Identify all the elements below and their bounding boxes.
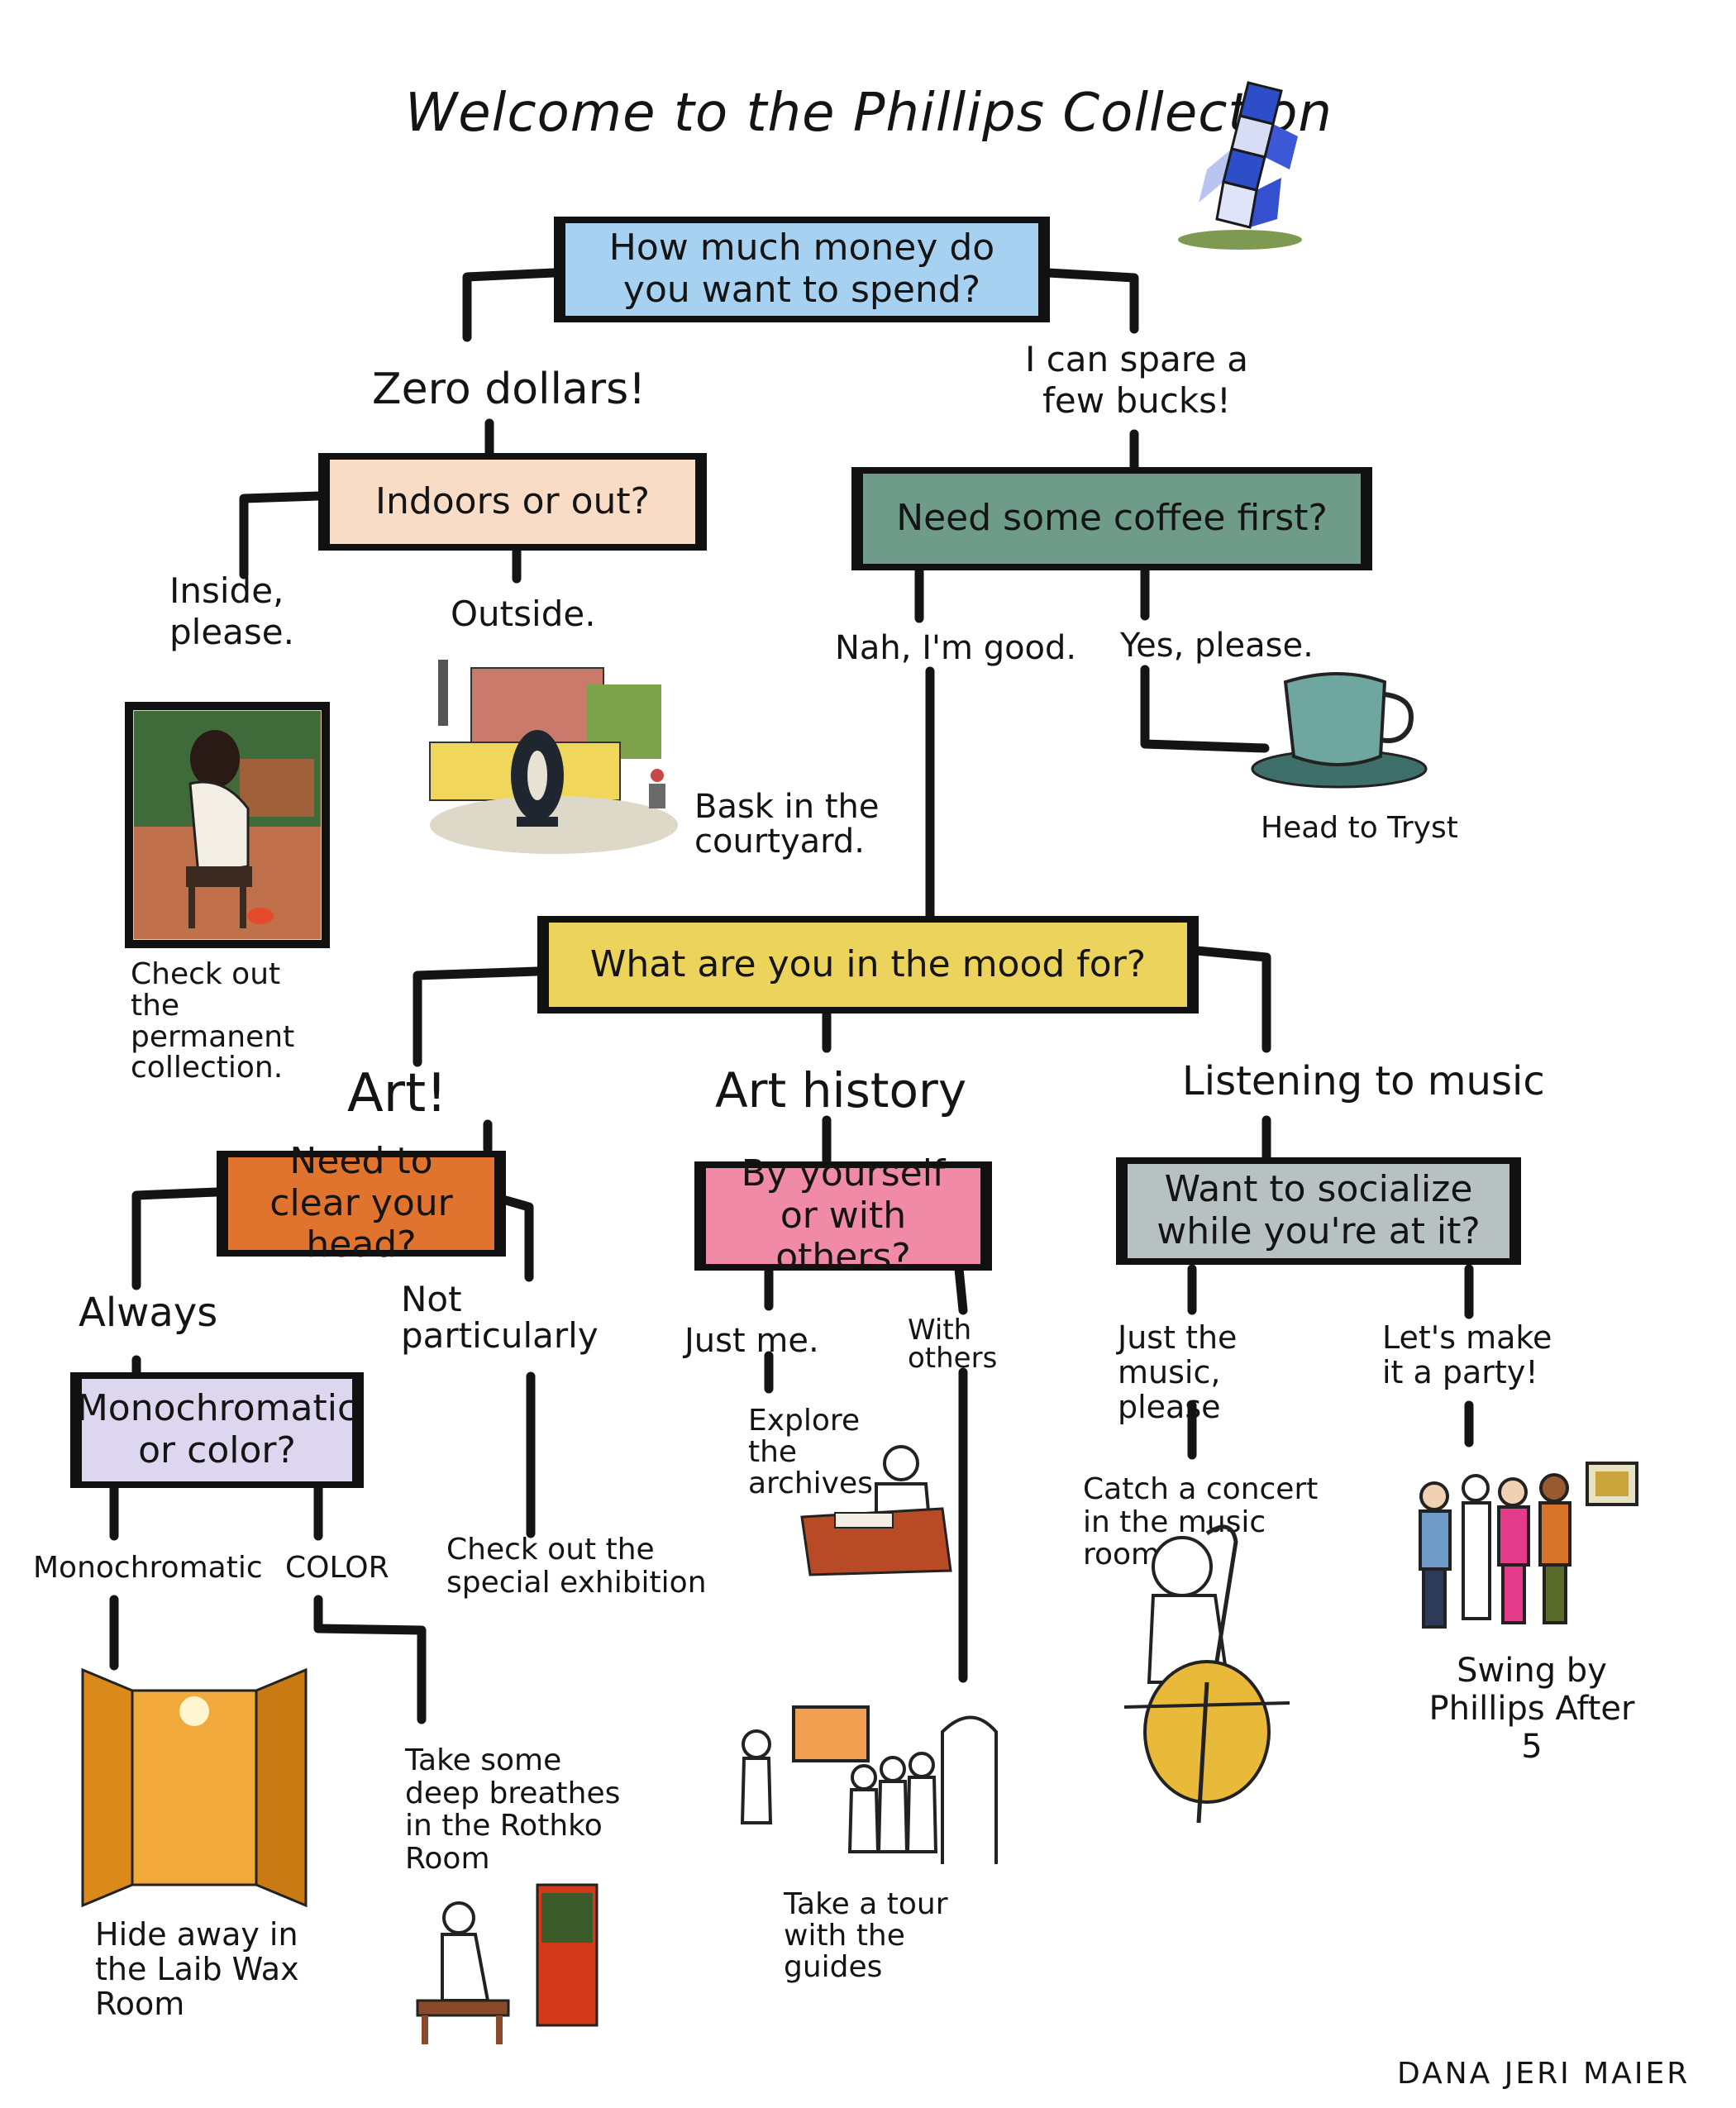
answer-art: Art!	[347, 1063, 447, 1124]
result-phillips-after-5: Swing by Phillips After 5	[1428, 1652, 1635, 1766]
party-guests-icon	[1419, 1462, 1638, 1629]
question-box-socialize: Want to socialize while you're at it?	[1116, 1157, 1521, 1265]
answer-nah: Nah, I'm good.	[835, 629, 1077, 667]
answer-outside: Outside.	[451, 594, 596, 634]
laib-wax-room-icon	[81, 1667, 308, 1908]
rothko-viewer-icon	[416, 1883, 599, 2044]
result-tryst: Head to Tryst	[1261, 811, 1458, 845]
coffee-cup-icon	[1251, 672, 1428, 789]
result-special-exhibition: Check out the special exhibition	[446, 1533, 707, 1600]
answer-monochromatic: Monochromatic	[33, 1551, 263, 1585]
guided-tour-icon	[740, 1705, 998, 1864]
answer-zero-dollars: Zero dollars!	[372, 365, 646, 414]
painting-illustration-icon	[125, 702, 330, 948]
answer-just-me: Just me.	[684, 1322, 819, 1360]
question-box-clear-head: Need to clear your head?	[217, 1140, 506, 1266]
result-archives: Explore the archives.	[748, 1404, 883, 1500]
question-box-monochromatic: Monochromatic or color?	[70, 1372, 364, 1488]
artist-signature: DANA JERI MAIER	[1397, 2057, 1691, 2091]
question-box-coffee: Need some coffee first?	[851, 467, 1372, 570]
answer-make-it-party: Let's make it a party!	[1382, 1319, 1552, 1390]
courtyard-illustration-icon	[429, 660, 678, 854]
question-box-money: How much money do you want to spend?	[554, 217, 1050, 322]
result-courtyard: Bask in the courtyard.	[694, 788, 880, 861]
result-rothko-room: Take some deep breathes in the Rothko Ro…	[405, 1743, 621, 1876]
cellist-icon	[1123, 1524, 1290, 1824]
answer-not-particularly: Not particularly	[401, 1279, 599, 1357]
answer-always: Always	[79, 1290, 218, 1336]
answer-color: COLOR	[285, 1551, 389, 1585]
question-box-yourself: By yourself or with others?	[694, 1152, 992, 1278]
result-permanent-collection: Check out the permanent collection.	[131, 957, 295, 1085]
answer-spare-bucks: I can spare a few bucks!	[1024, 339, 1249, 422]
question-box-mood: What are you in the mood for?	[537, 916, 1199, 1013]
answer-inside: Inside, please.	[169, 570, 294, 653]
result-concert: Catch a concert in the music room.	[1083, 1472, 1319, 1572]
answer-just-the-music: Just the music, please	[1118, 1319, 1238, 1425]
archives-reader-icon	[800, 1445, 952, 1576]
answer-listening-music: Listening to music	[1182, 1058, 1545, 1104]
result-tour-guides: Take a tour with the guides	[784, 1887, 948, 1984]
answer-with-others: With others	[908, 1314, 998, 1375]
cube-sculpture-icon	[1178, 81, 1302, 250]
question-box-indoors: Indoors or out?	[318, 453, 707, 551]
answer-yes-please: Yes, please.	[1120, 627, 1314, 665]
page-title: Welcome to the Phillips Collection	[405, 83, 1333, 144]
result-laib-wax-room: Hide away in the Laib Wax Room	[95, 1916, 299, 2022]
answer-art-history: Art history	[715, 1062, 967, 1118]
